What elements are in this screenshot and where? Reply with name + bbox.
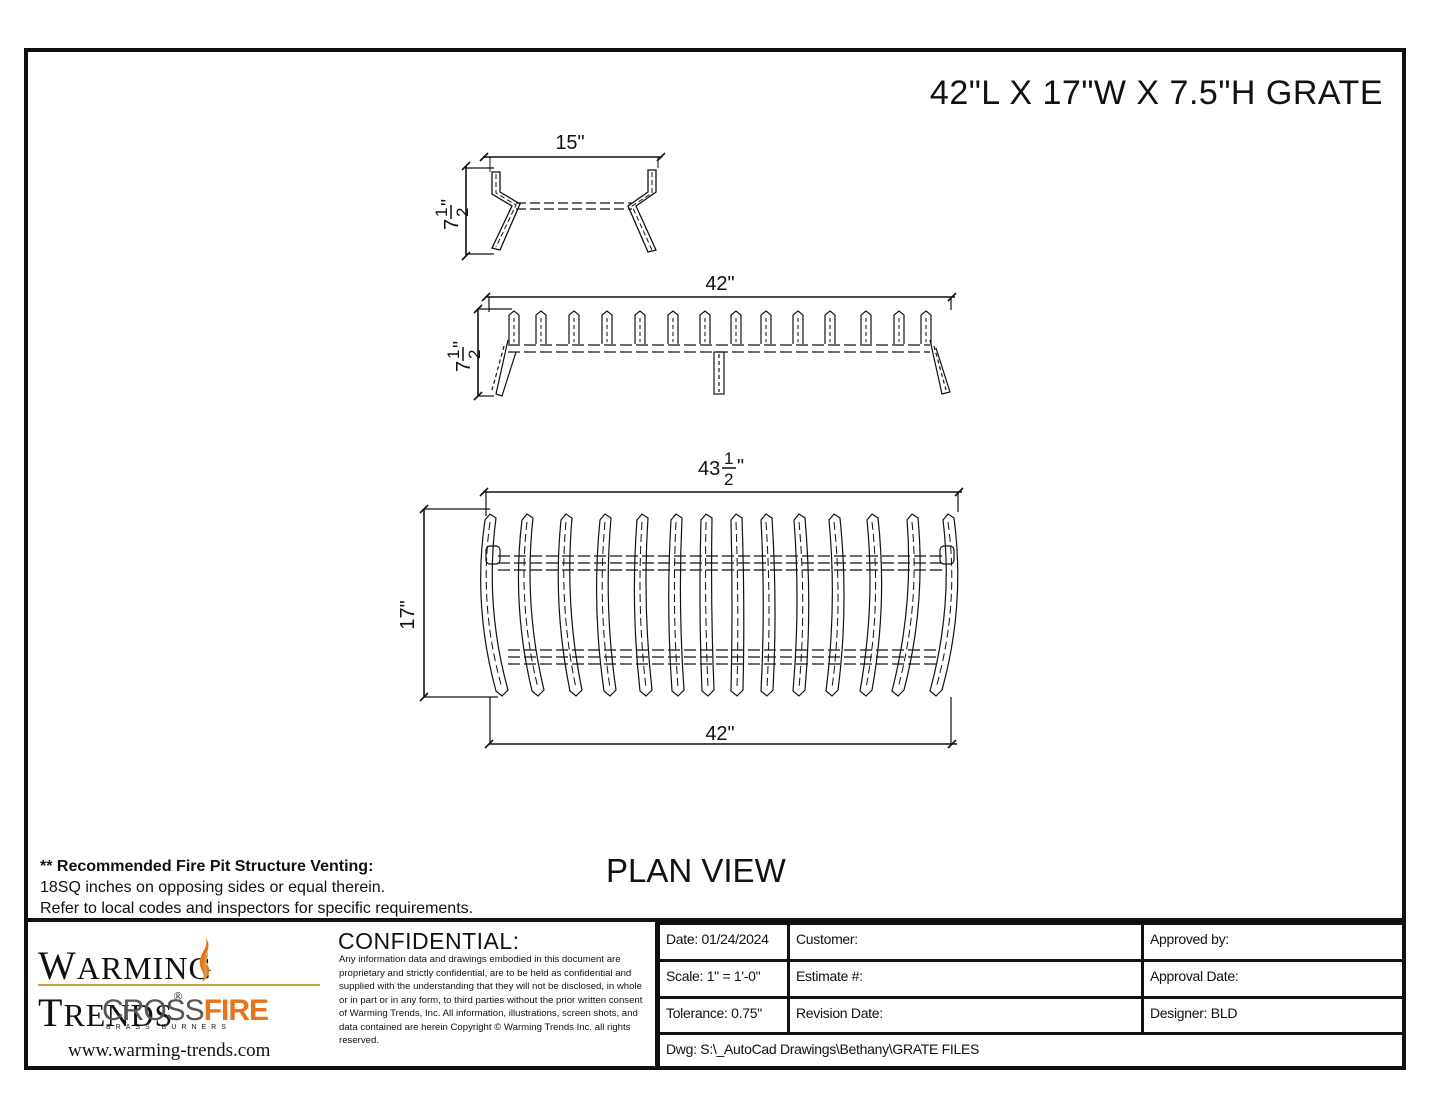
plan-bar (595, 513, 617, 697)
plan-bar (792, 513, 810, 697)
side-bar (760, 310, 772, 344)
side-bar (535, 310, 547, 344)
plan-bar (668, 513, 685, 697)
side-bar (860, 310, 872, 344)
company-logo: WARMING TRENDS® CROSSFIRE BRASS BURNERS … (36, 936, 326, 1061)
svg-text:1: 1 (432, 208, 451, 217)
logo-gold-rule (38, 984, 320, 986)
svg-text:1: 1 (724, 449, 733, 468)
svg-text:": " (438, 199, 460, 206)
plan-bar-hidden-line (485, 521, 503, 689)
plan-bar (480, 513, 509, 697)
plan-bar-hidden-line (639, 521, 647, 689)
designer-cell: Designer: BLD (1141, 996, 1406, 1035)
side-height-label: 7 1 2 " (444, 341, 484, 372)
svg-text:2: 2 (453, 208, 472, 217)
side-bar (699, 310, 711, 344)
plan-bar (517, 513, 545, 697)
end-height-label: 7 1 2 " (432, 199, 472, 230)
plan-bar-hidden-line (673, 521, 679, 689)
side-bar (508, 310, 520, 344)
company-url[interactable]: www.warming-trends.com (68, 1040, 271, 1061)
plan-view (419, 487, 964, 749)
side-view (473, 292, 957, 401)
plan-bar (730, 513, 745, 697)
venting-line-1: 18SQ inches on opposing sides or equal t… (40, 879, 386, 896)
approval-date-cell: Approval Date: (1141, 959, 1406, 999)
plan-width-label-group: 17" (397, 600, 419, 629)
end-view (461, 152, 666, 261)
plan-bar-hidden-line (798, 521, 804, 689)
plan-bar (859, 513, 883, 697)
plan-top-label: 43 1 2 " (698, 449, 744, 489)
svg-text:7: 7 (441, 219, 463, 230)
plan-bar (825, 513, 845, 697)
scale-cell: Scale: 1" = 1'-0" (657, 959, 790, 999)
plan-bar-hidden-line (765, 521, 770, 689)
svg-text:1: 1 (444, 350, 463, 359)
svg-text:7: 7 (453, 361, 475, 372)
plan-width-label: 17" (397, 600, 419, 629)
plan-bar-hidden-line (831, 521, 839, 689)
dwg-path-cell: Dwg: S:\_AutoCad Drawings\Bethany\GRATE … (657, 1032, 1406, 1070)
side-bar (893, 310, 905, 344)
plan-bar-hidden-line (563, 521, 577, 689)
plan-bar-hidden-line (601, 521, 611, 689)
plan-bar-hidden-line (897, 521, 915, 689)
side-bar (601, 310, 613, 344)
confidential-notice: Any information data and drawings embodi… (339, 954, 643, 1046)
flame-icon (199, 938, 210, 982)
plan-bar (699, 513, 715, 697)
plan-bar-hidden-line (523, 521, 539, 689)
plan-bar-hidden-line (935, 521, 953, 689)
view-label: PLAN VIEW (606, 852, 786, 889)
end-width-label: 15" (555, 132, 584, 154)
crossfire-wordmark: CROSSFIRE (102, 994, 269, 1027)
plan-bar (633, 513, 653, 697)
plan-bar (760, 513, 776, 697)
side-bar (792, 310, 804, 344)
side-bar (634, 310, 646, 344)
title-block-top-border (24, 918, 1406, 922)
venting-note: ** Recommended Fire Pit Structure Ventin… (40, 856, 473, 919)
side-bar (920, 310, 932, 344)
plan-bar-hidden-line (735, 521, 739, 689)
side-bar (824, 310, 836, 344)
plan-bottom-label: 42" (705, 723, 734, 745)
side-bar (667, 310, 679, 344)
plan-bar (557, 513, 583, 697)
tolerance-cell: Tolerance: 0.75" (657, 996, 790, 1035)
side-bar (568, 310, 580, 344)
side-bar (730, 310, 742, 344)
revision-date-cell: Revision Date: (787, 996, 1144, 1035)
svg-text:43: 43 (698, 458, 720, 480)
svg-text:": " (737, 456, 744, 478)
approved-by-cell: Approved by: (1141, 922, 1406, 962)
warming-trends-wordmark: WARMING TRENDS® (38, 943, 213, 1035)
brass-burners-tagline: BRASS BURNERS (106, 1024, 231, 1031)
side-length-label: 42" (705, 273, 734, 295)
plan-bar (929, 513, 959, 697)
customer-cell: Customer: (787, 922, 1144, 962)
venting-heading: ** Recommended Fire Pit Structure Ventin… (40, 858, 374, 875)
plan-bar-hidden-line (865, 521, 877, 689)
svg-text:2: 2 (465, 350, 484, 359)
plan-bar-hidden-line (705, 521, 709, 689)
venting-line-2: Refer to local codes and inspectors for … (40, 900, 474, 917)
plan-bar (891, 513, 921, 697)
date-cell: Date: 01/24/2024 (657, 922, 790, 962)
drawing-title: 42"L X 17"W X 7.5"H GRATE (929, 74, 1383, 112)
plan-end-hook (485, 545, 501, 565)
svg-text:": " (450, 341, 472, 348)
svg-text:2: 2 (724, 470, 733, 489)
plan-end-hook (939, 545, 955, 565)
confidential-heading: CONFIDENTIAL: (338, 928, 520, 954)
estimate-cell: Estimate #: (787, 959, 1144, 999)
